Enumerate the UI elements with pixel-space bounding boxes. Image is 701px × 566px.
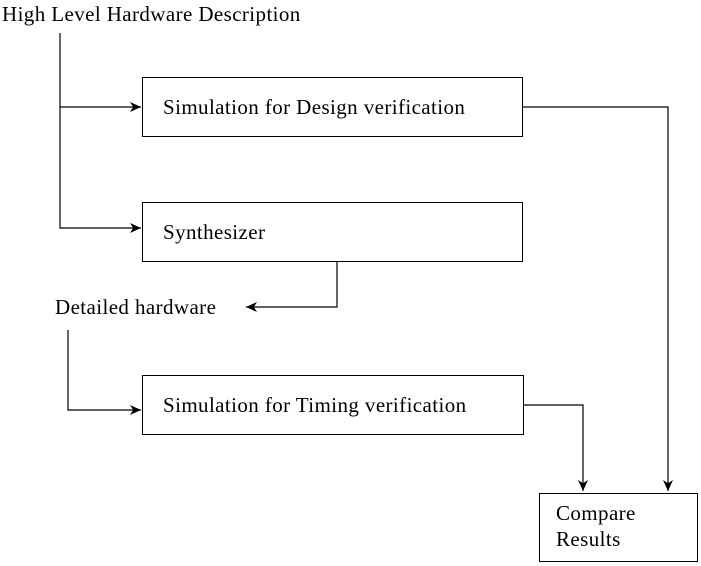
connector-title-to-synthesizer: [59, 33, 141, 233]
connector-design-sim-to-compare: [523, 106, 673, 491]
node-synthesizer: Synthesizer: [142, 202, 523, 262]
node-simulation-design-verification-label: Simulation for Design verification: [163, 95, 466, 119]
title-high-level-hardware-description: High Level Hardware Description: [2, 2, 301, 26]
connector-detailed-hw-to-timing-sim: [67, 330, 141, 415]
node-compare-results: Compare Results: [539, 493, 698, 562]
connector-timing-sim-to-compare: [524, 404, 588, 491]
node-simulation-design-verification: Simulation for Design verification: [142, 77, 523, 137]
node-simulation-timing-verification-label: Simulation for Timing verification: [163, 393, 467, 417]
label-detailed-hardware: Detailed hardware: [55, 295, 217, 319]
node-synthesizer-label: Synthesizer: [163, 220, 266, 244]
node-simulation-timing-verification: Simulation for Timing verification: [142, 375, 524, 435]
connector-synthesizer-to-detailed-hw: [246, 262, 338, 312]
node-compare-results-label: Compare Results: [556, 501, 636, 551]
